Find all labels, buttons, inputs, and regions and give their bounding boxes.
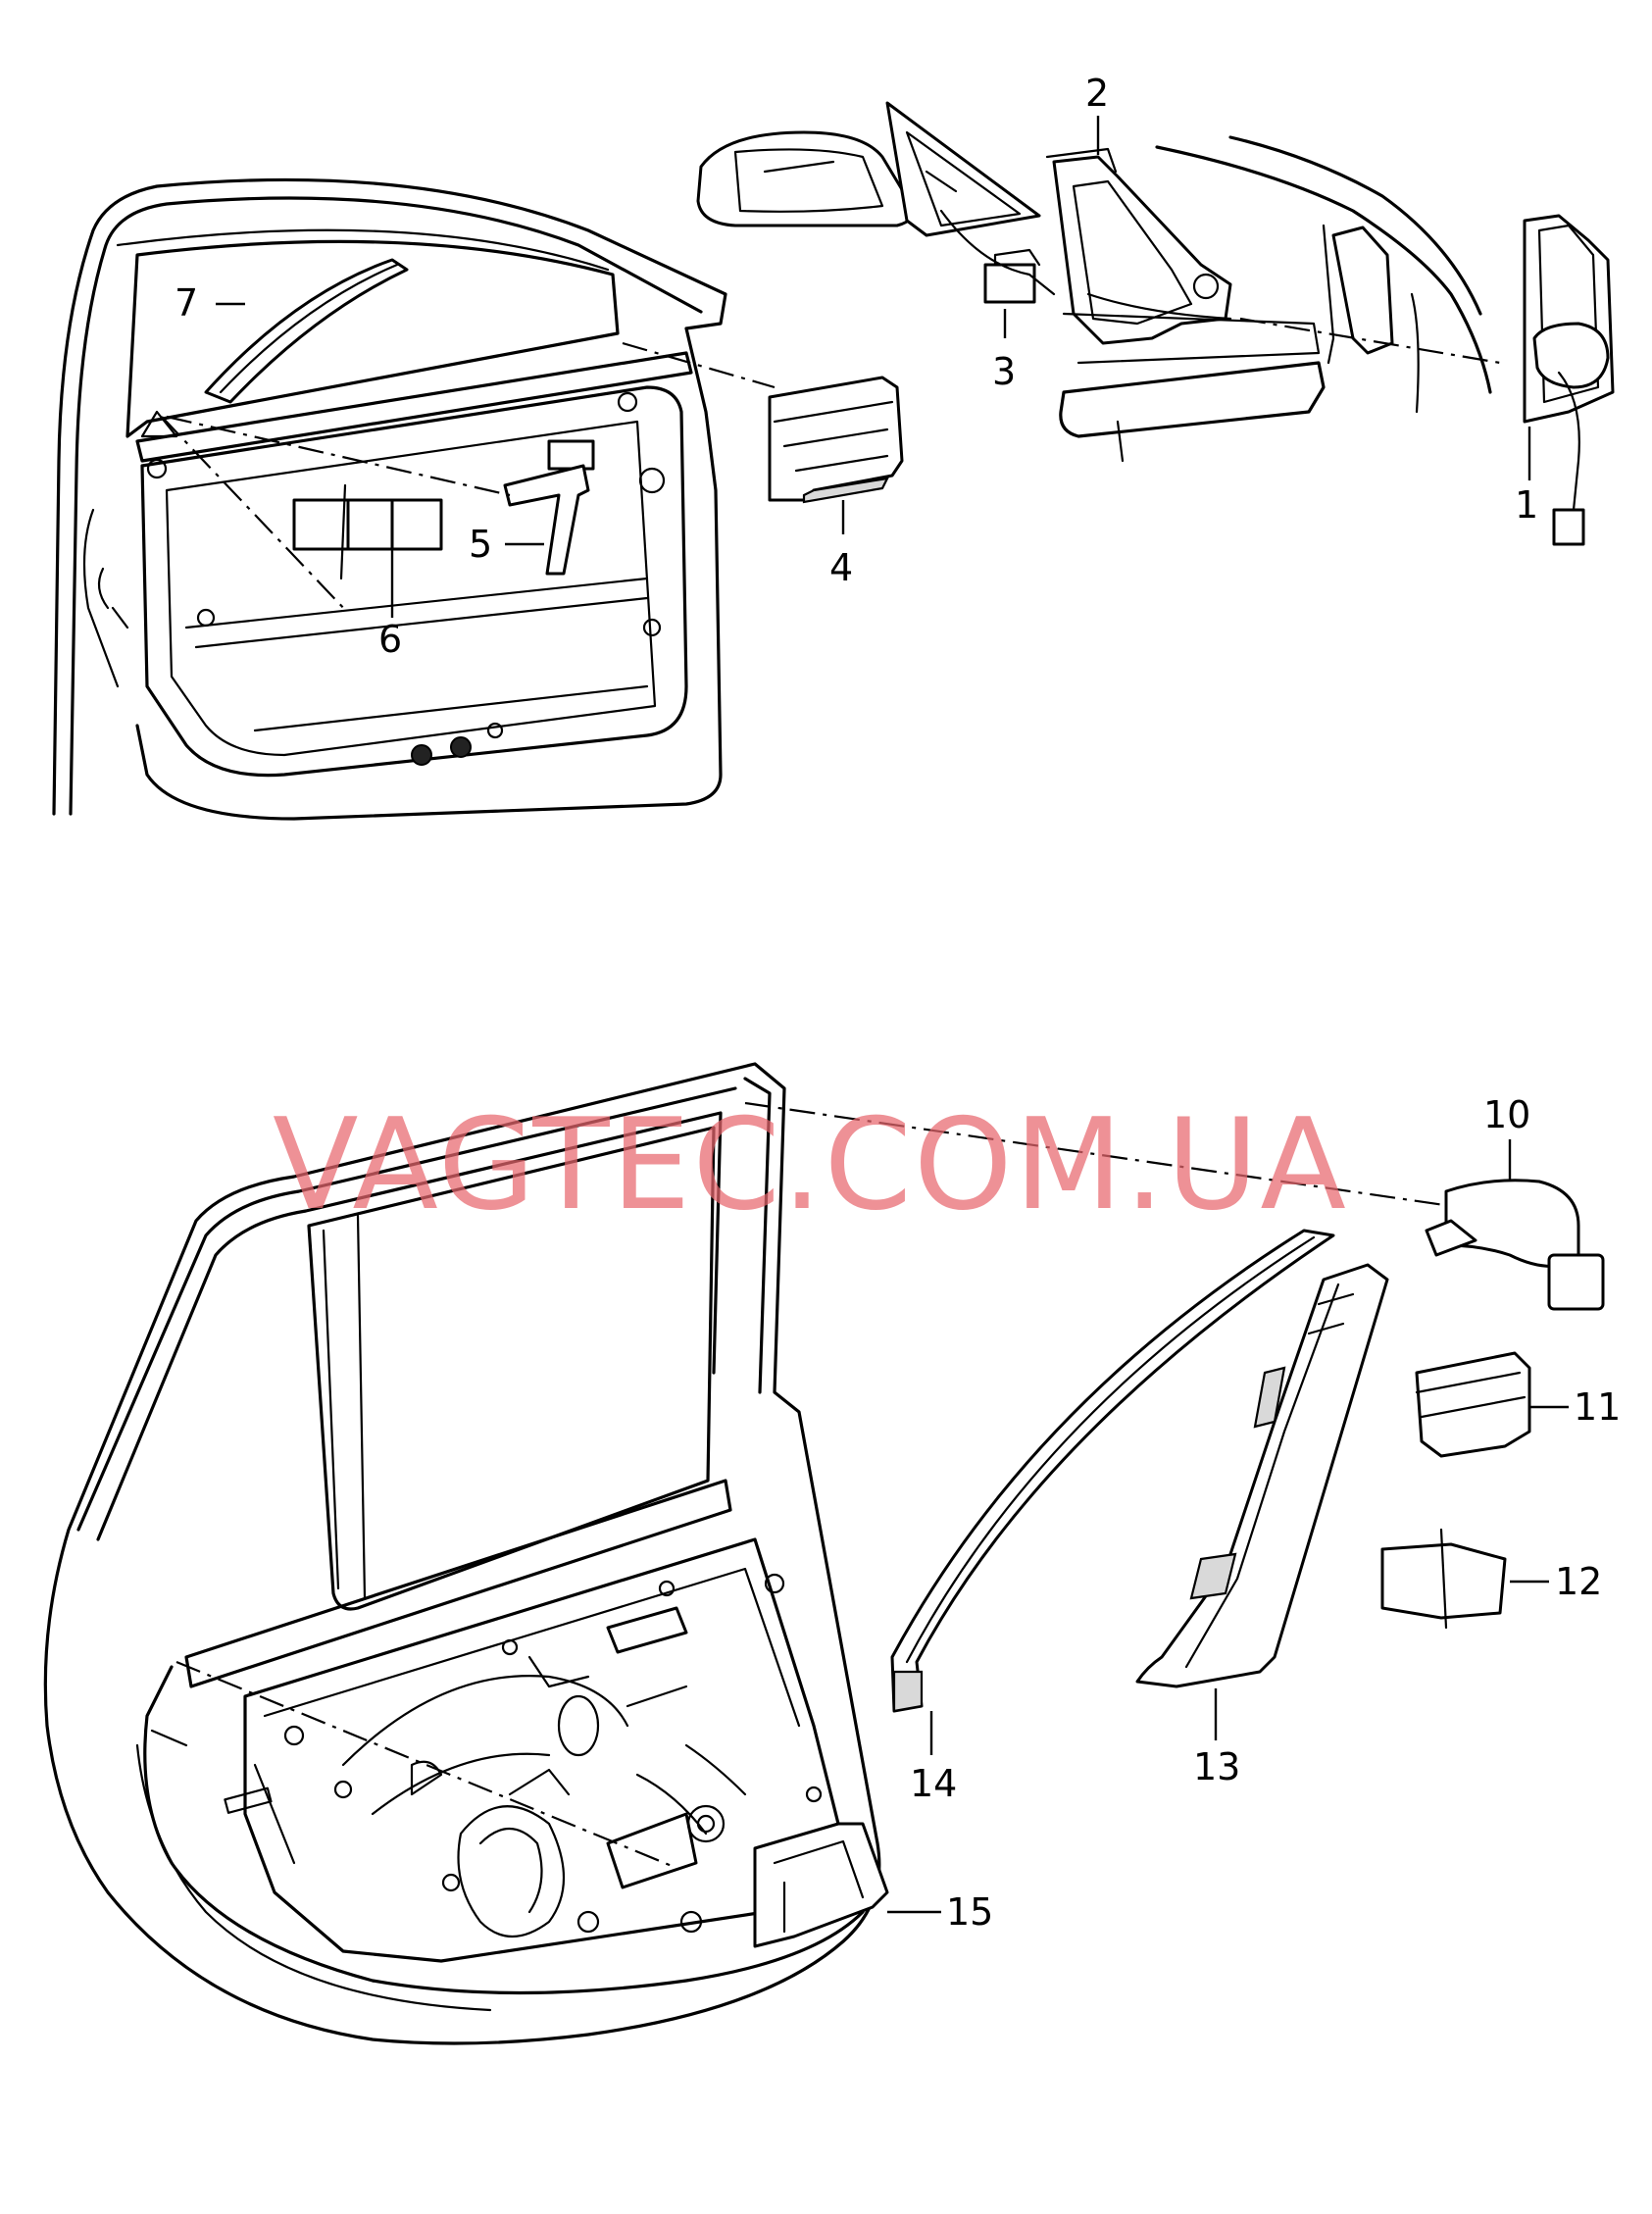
callout-3: 3 bbox=[992, 350, 1016, 393]
callout-2: 2 bbox=[1085, 72, 1109, 115]
part-13-trim bbox=[1135, 1263, 1389, 1688]
callout-12: 12 bbox=[1555, 1560, 1602, 1603]
part-10-handle bbox=[1425, 1179, 1605, 1311]
callout-15: 15 bbox=[946, 1890, 993, 1934]
callout-1: 1 bbox=[1515, 483, 1538, 527]
part-14-seal bbox=[890, 1229, 1335, 1713]
leader-lines bbox=[216, 116, 1569, 1914]
callout-labels: 2 3 1 4 5 6 7 10 11 12 13 14 15 bbox=[175, 72, 1621, 1934]
part-3-connector bbox=[983, 263, 1036, 304]
callout-14: 14 bbox=[910, 1762, 957, 1805]
front-door bbox=[52, 177, 776, 821]
part-4-block bbox=[768, 376, 904, 504]
part-6-pads bbox=[292, 483, 443, 580]
watermark-text: VAGTEC.COM.UA bbox=[273, 1092, 1348, 1238]
callout-4: 4 bbox=[829, 546, 853, 589]
part-15-insert bbox=[753, 1822, 889, 1948]
part-5-bracket bbox=[503, 439, 595, 576]
rear-door bbox=[43, 1062, 1452, 2045]
part-11-block bbox=[1415, 1351, 1531, 1458]
part-7-seal bbox=[204, 258, 409, 404]
callout-6: 6 bbox=[378, 618, 402, 661]
part-1-housing bbox=[1523, 214, 1615, 424]
callout-13: 13 bbox=[1193, 1745, 1240, 1788]
part-12-pad bbox=[1380, 1528, 1507, 1630]
callout-11: 11 bbox=[1574, 1385, 1621, 1429]
callout-10: 10 bbox=[1483, 1093, 1530, 1136]
callout-5: 5 bbox=[469, 523, 492, 566]
mirror-group bbox=[696, 101, 1615, 546]
callout-7: 7 bbox=[175, 281, 198, 325]
